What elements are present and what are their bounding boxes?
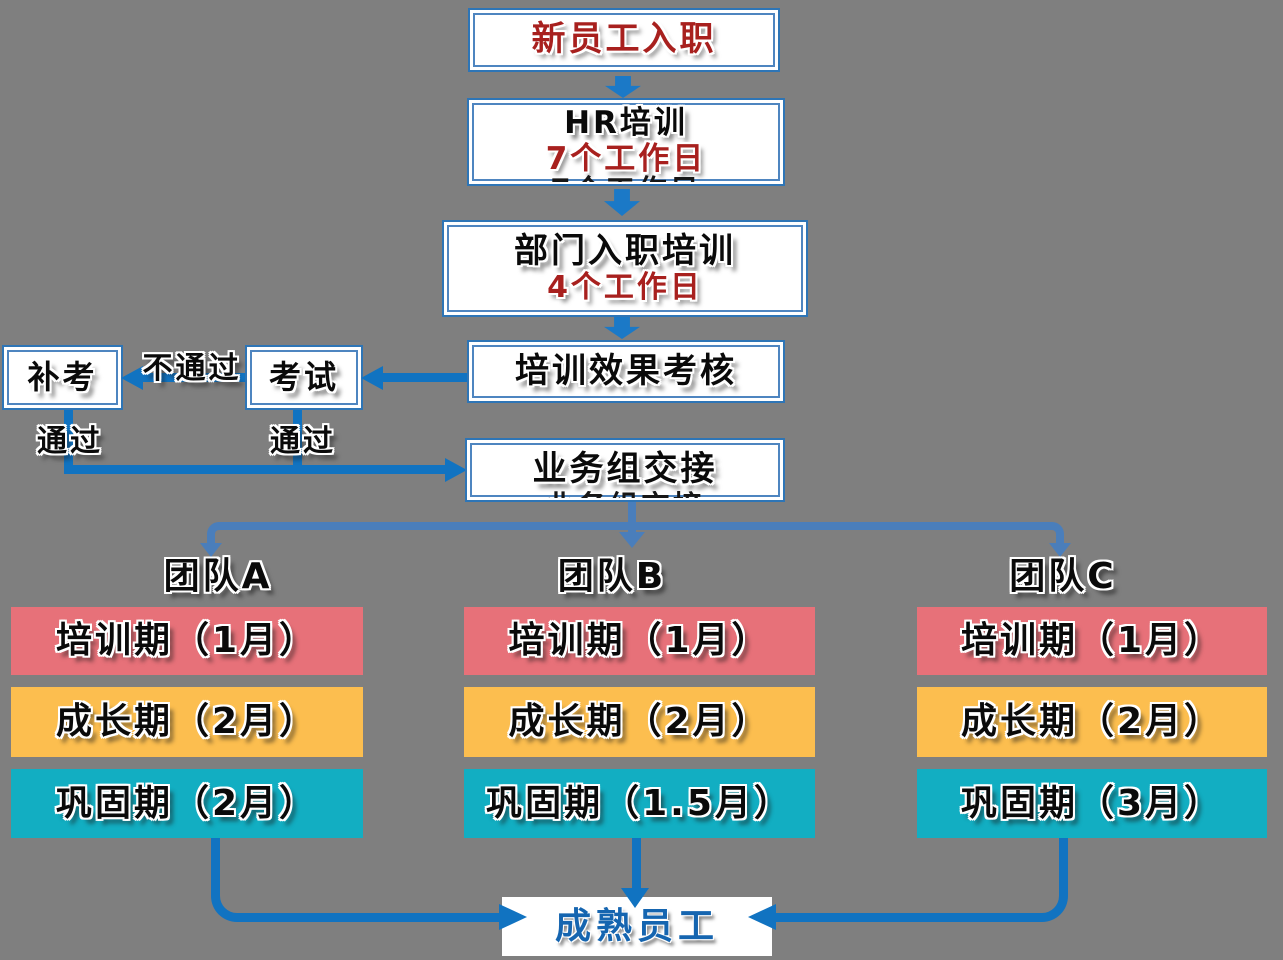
team-b-label: 团队B	[557, 556, 667, 597]
exam-label: 考试	[268, 358, 339, 397]
makeup-pass-line	[64, 410, 73, 470]
team-c-growth-label: 成长期（2月）	[960, 701, 1224, 743]
box-new-employee: 新员工入职	[468, 8, 780, 72]
team-a-training-label: 培训期（1月）	[55, 620, 319, 662]
dept-training-title: 部门入职培训	[514, 230, 736, 271]
team-a-consolidation-label: 巩固期（2月）	[55, 782, 319, 824]
team-b-training-bar: 培训期（1月）	[464, 607, 815, 675]
exam-to-makeup-line	[141, 373, 245, 382]
team-b-growth-bar: 成长期（2月）	[464, 687, 815, 757]
team-a-to-mature-elbow	[211, 838, 503, 922]
team-c-to-mature-elbow	[772, 838, 1068, 922]
team-a-growth-label: 成长期（2月）	[55, 701, 319, 743]
exam-to-makeup-arrowhead	[121, 366, 143, 390]
arrow-down-2	[604, 189, 640, 216]
exam-pass-line	[293, 410, 302, 470]
pass-label-makeup: 通过	[37, 424, 103, 459]
pass-label-exam: 通过	[270, 424, 336, 459]
hr-training-duration: 7个工作日	[545, 141, 707, 177]
box-dept-training: 部门入职培训 4个工作日	[442, 220, 808, 317]
box-hr-training: HR培训 7个工作日 7个工作日	[467, 98, 785, 186]
team-c-training-label: 培训期（1月）	[960, 620, 1224, 662]
clipped-text-artifact: 7个工作日	[469, 175, 783, 183]
branch-arrowhead-center	[619, 532, 645, 548]
team-c-consolidation-bar: 巩固期（3月）	[917, 769, 1267, 838]
box-exam: 考试	[245, 345, 363, 410]
pass-merge-arrowhead	[445, 458, 467, 482]
box-handover: 业务组交接 业务组交接	[465, 438, 785, 502]
branch-arrowhead-right	[1049, 543, 1071, 557]
branch-bar	[207, 522, 1064, 548]
box-assessment: 培训效果考核	[467, 340, 785, 403]
fail-label: 不通过	[142, 351, 242, 386]
branch-stem	[628, 502, 636, 534]
arrow-down-3	[604, 317, 640, 339]
new-employee-label: 新员工入职	[531, 19, 717, 60]
handover-label: 业务组交接	[532, 449, 718, 490]
team-a-consolidation-bar: 巩固期（2月）	[11, 769, 363, 838]
team-b-growth-label: 成长期（2月）	[508, 701, 771, 743]
team-a-growth-bar: 成长期（2月）	[11, 687, 363, 757]
assessment-to-exam-line	[383, 373, 467, 382]
team-b-training-label: 培训期（1月）	[508, 620, 771, 662]
team-b-to-mature-arrowhead	[621, 888, 649, 908]
team-c-to-mature-arrowhead	[748, 904, 776, 930]
makeup-exam-label: 补考	[27, 358, 98, 397]
mature-employee-label: 成熟员工	[554, 905, 719, 947]
assessment-label: 培训效果考核	[515, 350, 737, 391]
team-a-to-mature-arrowhead	[499, 904, 527, 930]
team-a-training-bar: 培训期（1月）	[11, 607, 363, 675]
hr-training-title: HR培训	[564, 105, 688, 142]
team-c-training-bar: 培训期（1月）	[917, 607, 1267, 675]
branch-arrowhead-left	[200, 543, 222, 557]
team-a-label: 团队A	[163, 556, 273, 597]
clipped-text-artifact: 业务组交接	[467, 491, 783, 499]
team-c-label: 团队C	[1009, 556, 1117, 597]
team-b-consolidation-bar: 巩固期（1.5月）	[464, 769, 815, 838]
box-makeup-exam: 补考	[2, 345, 123, 410]
team-c-growth-bar: 成长期（2月）	[917, 687, 1267, 757]
team-b-consolidation-label: 巩固期（1.5月）	[486, 782, 793, 824]
team-c-consolidation-label: 巩固期（3月）	[960, 782, 1224, 824]
assessment-to-exam-arrowhead	[361, 366, 383, 390]
arrow-down-1	[605, 76, 641, 98]
dept-training-duration: 4个工作日	[547, 269, 703, 305]
team-b-to-mature-line	[632, 838, 641, 890]
pass-merge-line	[64, 465, 445, 474]
